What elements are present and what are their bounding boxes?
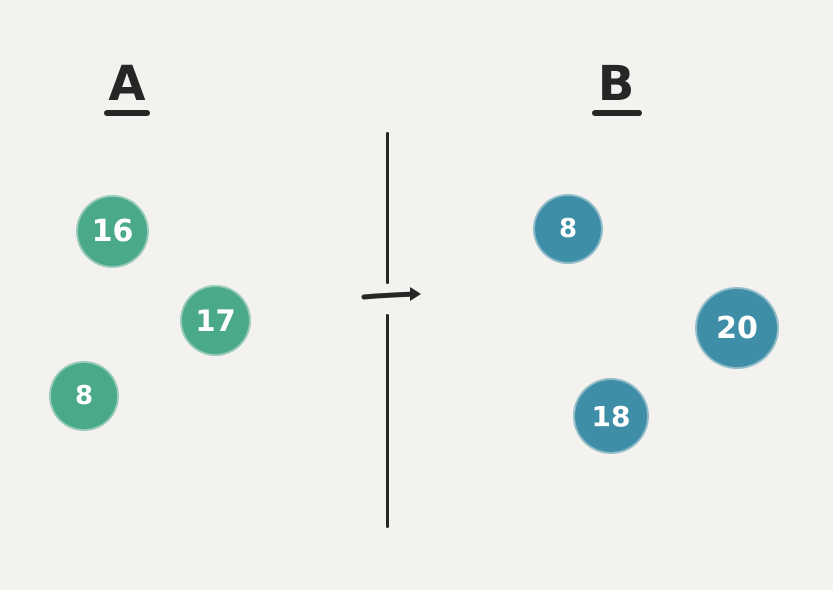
divider-line-top <box>386 132 389 284</box>
group-a-underline <box>104 110 150 116</box>
group-b-node: 20 <box>697 289 777 367</box>
group-a-label: A <box>108 56 146 112</box>
group-a-node: 16 <box>78 197 147 266</box>
group-a-node: 8 <box>51 363 117 429</box>
group-b-label: B <box>597 56 635 112</box>
divider-line-bottom <box>386 314 389 528</box>
arrow-right-icon <box>361 287 421 301</box>
group-b-underline <box>592 110 642 116</box>
group-a-node: 17 <box>182 287 249 354</box>
group-b-node: 18 <box>575 380 647 452</box>
group-b-node: 8 <box>535 196 601 262</box>
